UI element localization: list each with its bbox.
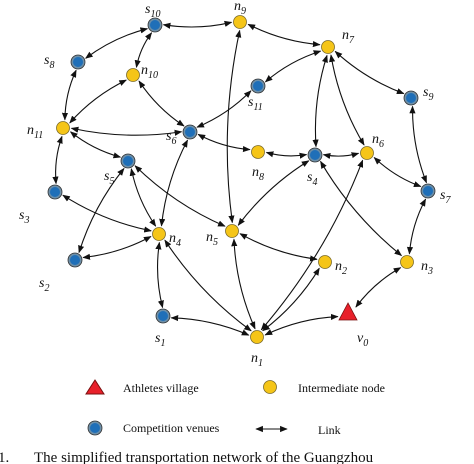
link-s10-n9 — [162, 20, 233, 29]
node-s10-core — [150, 20, 160, 30]
label-s5: s5 — [104, 169, 114, 187]
legend-village-label: Athletes village — [123, 381, 199, 395]
link-n3-v0 — [355, 267, 402, 308]
link-s4-n6 — [322, 152, 360, 160]
legend-village-symbol — [85, 379, 105, 395]
label-n10: n10 — [141, 63, 158, 81]
node-n4 — [152, 227, 166, 241]
link-n11-s3 — [52, 135, 63, 185]
link-s3-n4 — [62, 194, 152, 233]
legend-venue-symbol-core — [90, 423, 100, 433]
link-s4-n5 — [237, 160, 310, 226]
link-n1-s1 — [170, 314, 250, 336]
link-v0-n1 — [264, 313, 339, 336]
node-n1 — [250, 330, 264, 344]
link-n9-n7 — [247, 23, 321, 48]
link-s9-s7 — [409, 105, 427, 184]
link-n11-s6 — [70, 126, 183, 136]
link-n7-s4 — [312, 54, 328, 148]
link-n5-n1 — [231, 238, 256, 330]
link-n7-s11 — [264, 50, 322, 83]
link-s5-n4 — [129, 168, 157, 227]
link-n10-s6 — [138, 80, 185, 127]
link-n8-s4 — [265, 151, 308, 159]
link-s10-n10 — [134, 32, 153, 68]
label-n6: n6 — [372, 132, 384, 150]
label-s7: s7 — [440, 188, 451, 206]
label-s8: s8 — [44, 53, 54, 71]
link-n9-n5 — [226, 29, 242, 224]
label-s10: s10 — [145, 2, 160, 20]
label-v0: v0 — [357, 331, 368, 349]
label-n4: n4 — [169, 231, 181, 249]
node-s8-core — [73, 57, 83, 67]
node-n3 — [400, 255, 414, 269]
link-s4-n3 — [320, 160, 403, 257]
link-n6-s7 — [373, 156, 422, 188]
node-s11-core — [253, 81, 263, 91]
label-s3: s3 — [19, 208, 29, 226]
links-layer — [52, 20, 427, 336]
node-n2 — [318, 255, 332, 269]
link-n10-n11 — [69, 79, 127, 124]
label-s4: s4 — [307, 170, 317, 188]
link-s5-n5 — [134, 165, 226, 227]
labels-layer: s10 n9 n7 s8 n10 s11 s9 n11 s6 n6 n8 s4 s5 s7 s3 n4 n5 s2… — [19, 0, 451, 369]
node-n7 — [321, 40, 335, 54]
link-s2-n4 — [82, 236, 152, 260]
legend-intermediate-symbol — [263, 380, 277, 394]
link-n4-s1 — [155, 241, 164, 309]
link-n11-s5 — [69, 131, 122, 159]
node-v0 — [338, 302, 358, 321]
label-s11: s11 — [248, 95, 263, 113]
node-n9 — [233, 15, 247, 29]
label-n7: n7 — [342, 28, 355, 46]
link-n5-n2 — [239, 233, 318, 262]
figure-caption-prefix: 1. — [0, 450, 9, 464]
node-s6-core — [185, 127, 195, 137]
link-n7-s9 — [334, 50, 405, 95]
label-n11: n11 — [27, 123, 43, 141]
node-s3-core — [50, 187, 60, 197]
node-s5-core — [123, 156, 133, 166]
label-n8: n8 — [252, 165, 264, 183]
link-n4-n1 — [164, 239, 252, 332]
node-n5 — [225, 224, 239, 238]
label-s1: s1 — [155, 331, 165, 349]
link-n1-n6 — [260, 159, 364, 331]
label-s6: s6 — [166, 129, 176, 147]
legend-venue-label: Competition venues — [123, 421, 220, 435]
legend: Athletes village Intermediate node Compe… — [85, 379, 385, 437]
node-n11 — [56, 121, 70, 135]
label-s2: s2 — [39, 276, 49, 294]
node-n10 — [126, 68, 140, 82]
link-s6-n4 — [159, 139, 189, 227]
link-n1-n2 — [262, 267, 320, 332]
label-n2: n2 — [335, 259, 347, 277]
label-n5: n5 — [206, 230, 218, 248]
link-s10-s8 — [85, 27, 149, 59]
link-s6-s11 — [196, 90, 252, 128]
node-n8 — [251, 145, 265, 159]
link-n7-n6 — [329, 54, 365, 146]
figure-caption: The simplified transportation network of… — [34, 450, 374, 464]
link-s7-n3 — [406, 198, 427, 255]
label-n9: n9 — [234, 0, 246, 17]
legend-intermediate-label: Intermediate node — [298, 381, 385, 395]
label-n1: n1 — [251, 351, 263, 369]
label-s9: s9 — [423, 85, 433, 103]
link-s5-s2 — [78, 167, 125, 254]
label-n3: n3 — [421, 259, 433, 277]
node-n6 — [360, 146, 374, 160]
node-s9-core — [406, 93, 416, 103]
node-s7-core — [423, 186, 433, 196]
node-s4-core — [310, 150, 320, 160]
link-s6-n8 — [197, 133, 251, 153]
link-s8-n11 — [61, 69, 77, 121]
legend-link-label: Link — [318, 423, 341, 437]
nodes-layer — [47, 15, 436, 344]
node-s2-core — [70, 255, 80, 265]
node-s1-core — [158, 311, 168, 321]
